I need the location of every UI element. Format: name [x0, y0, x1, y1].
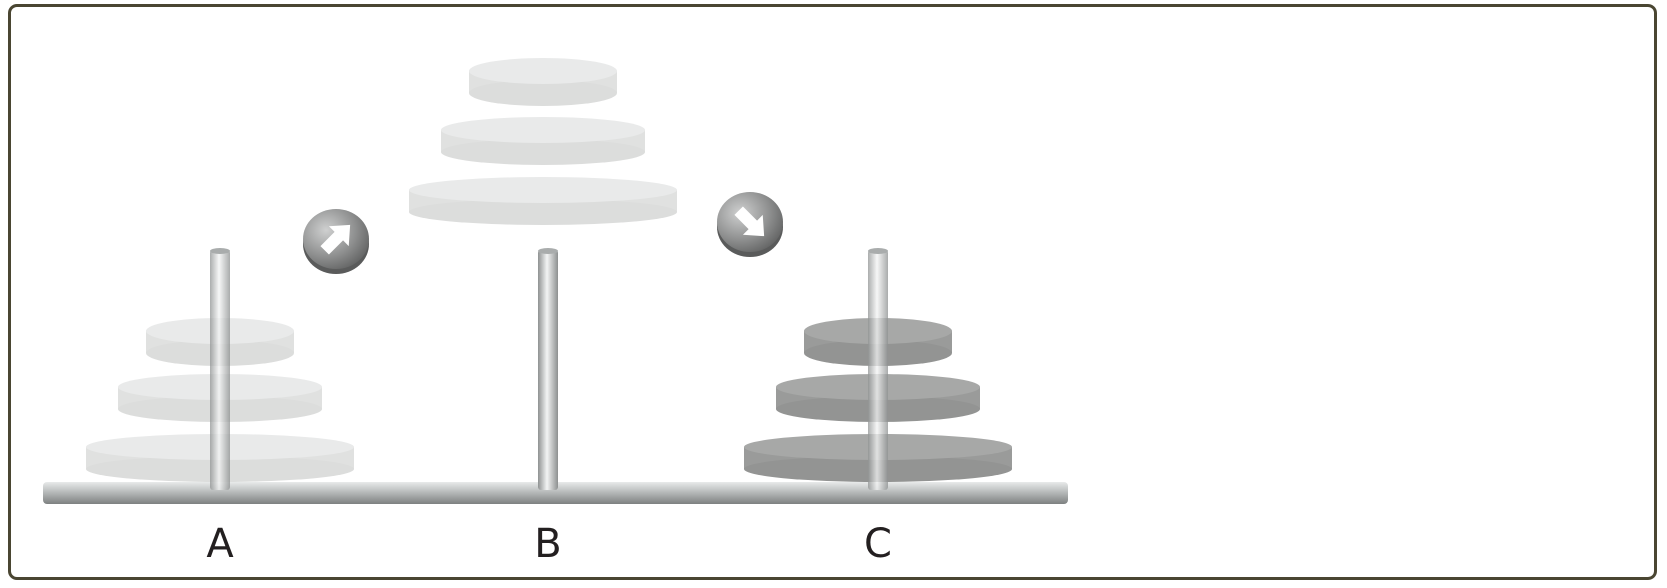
disk-b-medium — [441, 117, 645, 165]
base-bar — [43, 482, 1068, 504]
peg-label-a: A — [206, 521, 234, 567]
rod-a — [210, 250, 230, 490]
arrow-down-right-icon — [717, 192, 783, 257]
arrow-up-right-icon — [303, 209, 369, 274]
disk-b-large — [409, 177, 677, 225]
peg-b — [409, 58, 677, 490]
peg-a — [86, 248, 354, 490]
rod-c — [868, 250, 888, 490]
peg-label-b: B — [534, 521, 561, 567]
peg-c — [744, 248, 1012, 490]
peg-label-c: C — [864, 521, 892, 567]
disk-b-small — [469, 58, 617, 106]
rod-b — [538, 250, 558, 490]
